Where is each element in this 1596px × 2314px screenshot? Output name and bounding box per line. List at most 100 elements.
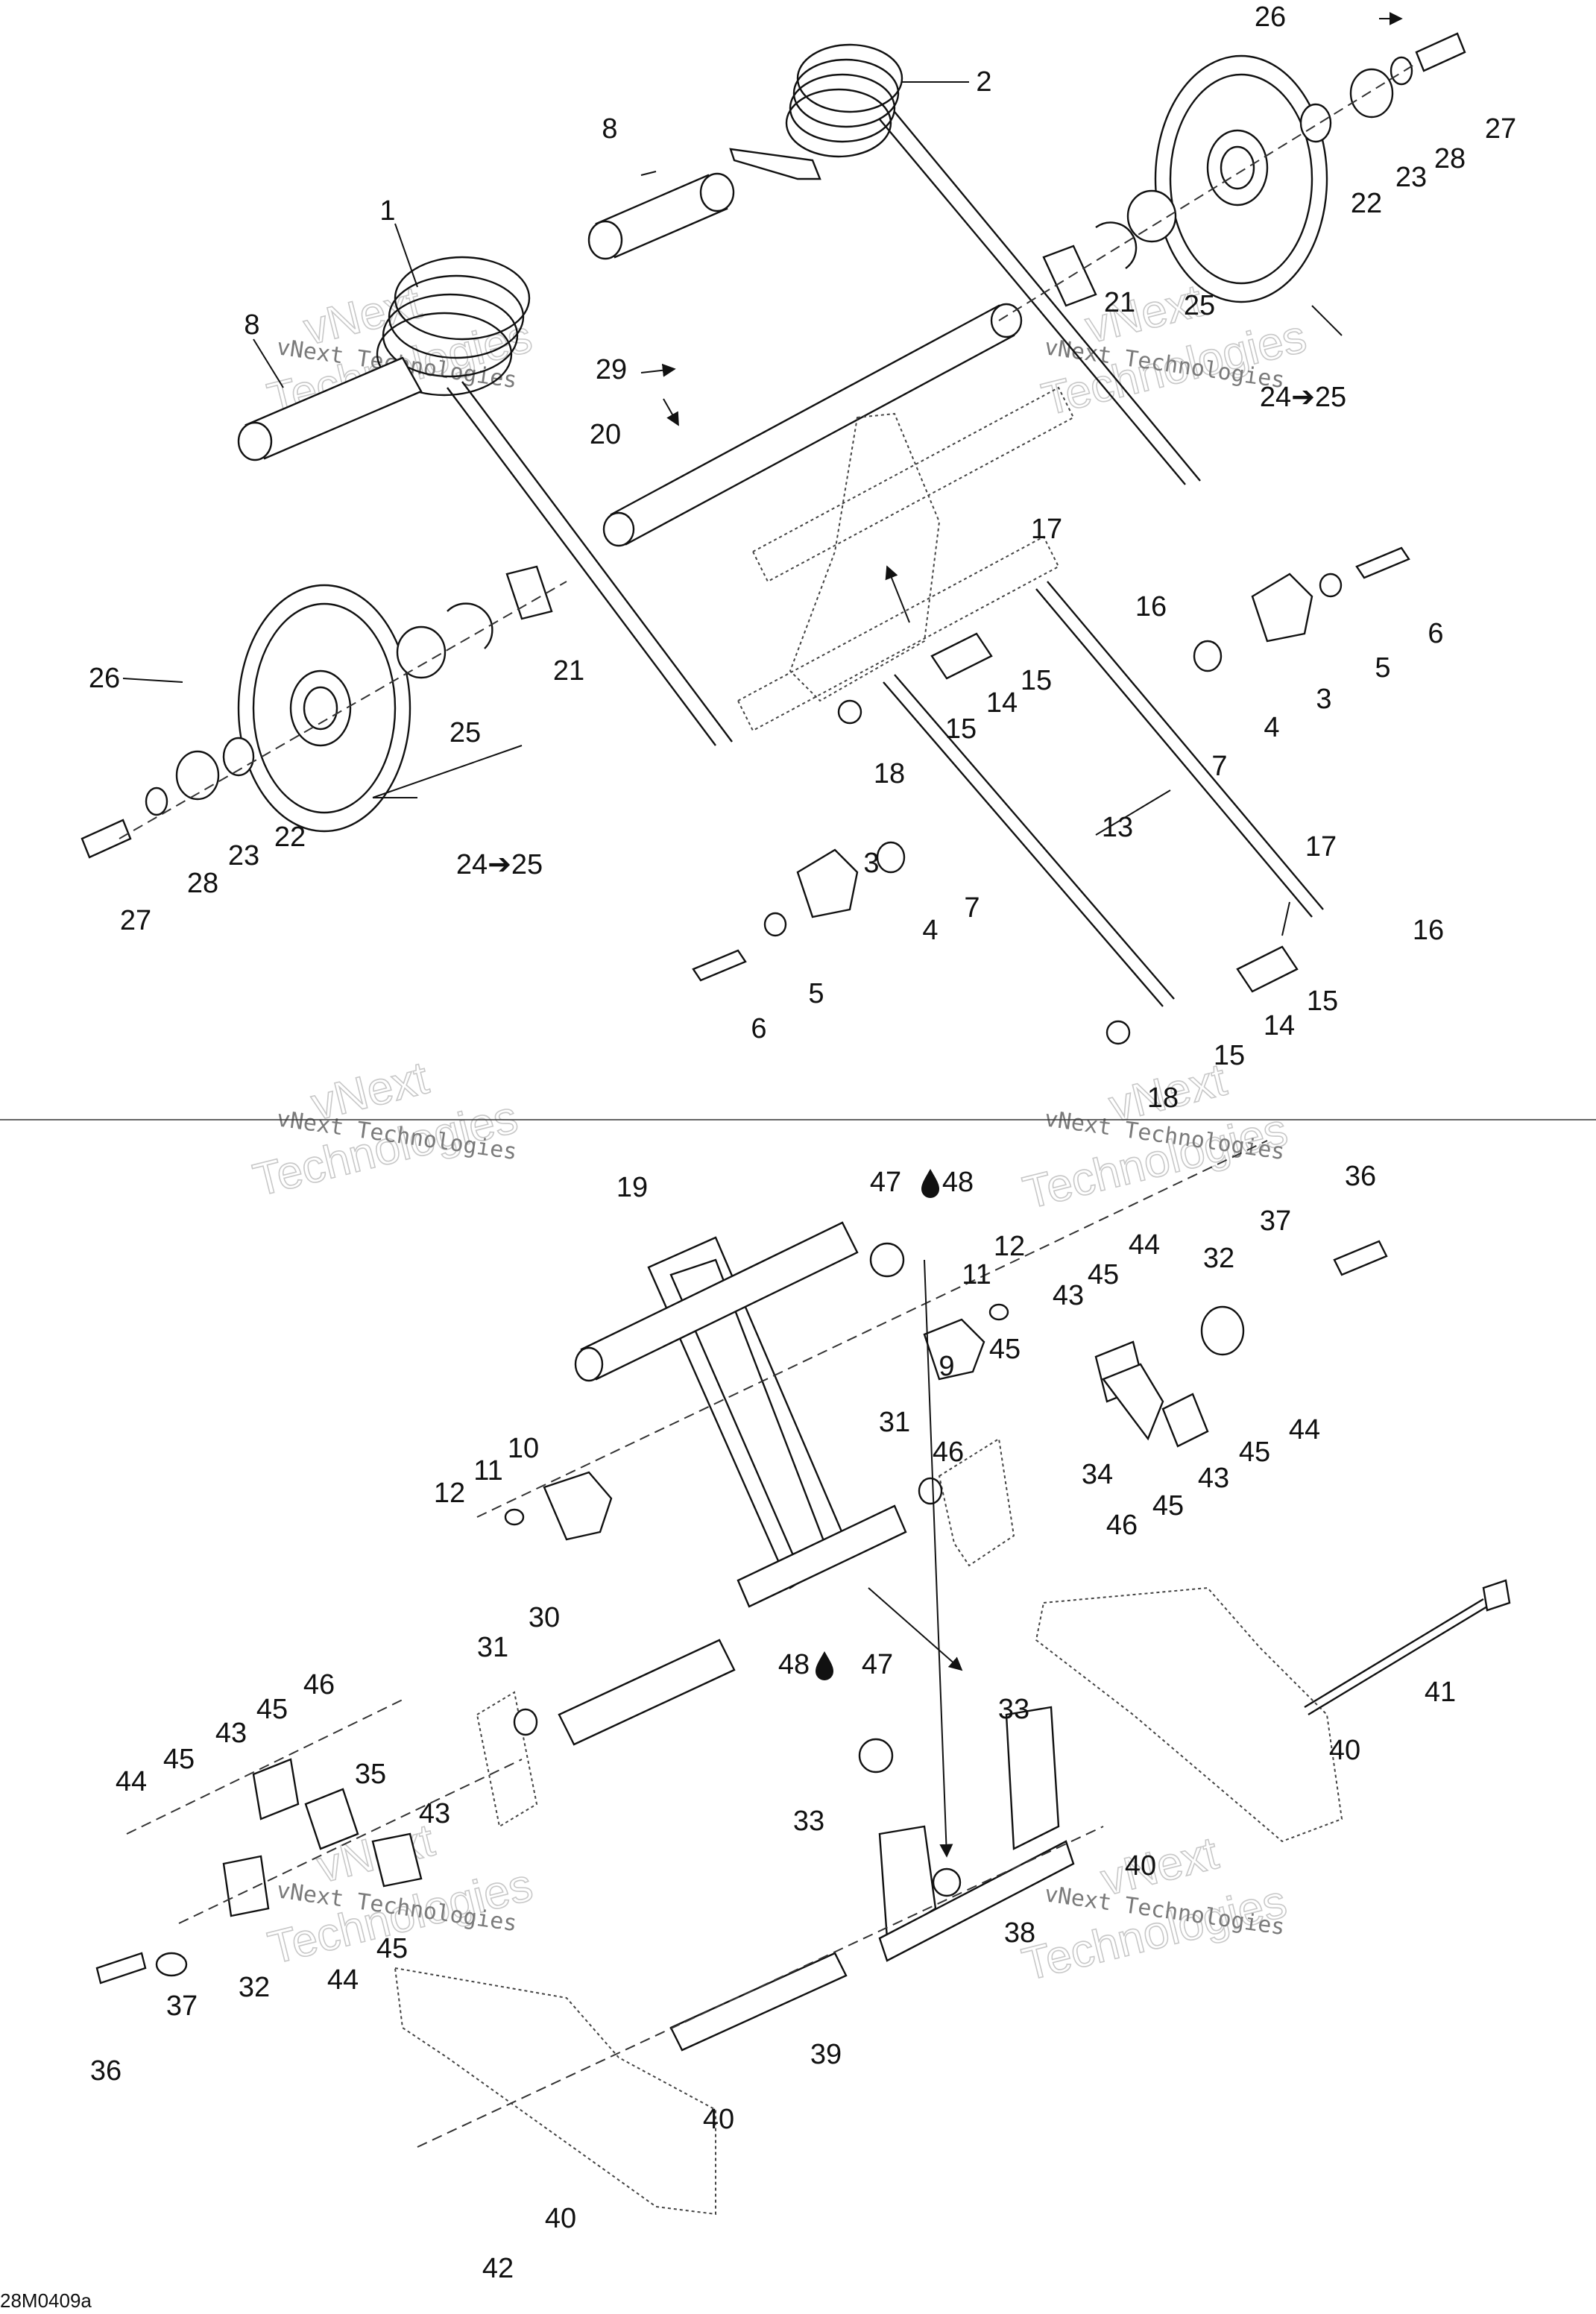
callout-11b: 11 bbox=[473, 1455, 502, 1487]
callout-37: 37 bbox=[1260, 1205, 1291, 1237]
callout-33: 33 bbox=[998, 1694, 1029, 1725]
tube-30-drawing bbox=[513, 1477, 943, 1746]
wheel-left-drawing bbox=[81, 565, 567, 859]
callout-32: 32 bbox=[1203, 1243, 1234, 1274]
callout-31: 31 bbox=[879, 1407, 910, 1438]
callout-23: 23 bbox=[228, 840, 259, 871]
callout-7b: 7 bbox=[964, 892, 980, 924]
callout-36b: 36 bbox=[90, 2055, 122, 2087]
callout-43c: 43 bbox=[215, 1718, 247, 1749]
diagram-code: 28M0409a bbox=[0, 2289, 92, 2312]
callout-9: 9 bbox=[939, 1351, 954, 1382]
callout-11: 11 bbox=[962, 1259, 991, 1290]
wheel-right-drawing bbox=[998, 32, 1466, 321]
callout-28: 28 bbox=[187, 868, 218, 899]
callout-37b: 37 bbox=[166, 1990, 198, 2022]
callout-18: 18 bbox=[874, 758, 905, 789]
block-3-drawing bbox=[692, 546, 1410, 982]
callout-16b: 16 bbox=[1413, 915, 1444, 946]
callout-3: 3 bbox=[1316, 684, 1331, 715]
callout-12: 12 bbox=[994, 1231, 1025, 1262]
callout-36: 36 bbox=[1345, 1161, 1376, 1192]
callout-24-25b: 24➔25 bbox=[1260, 382, 1346, 413]
callout-3b: 3 bbox=[863, 848, 879, 879]
callout-28b: 28 bbox=[1434, 143, 1466, 174]
callout-1: 1 bbox=[379, 195, 395, 227]
callout-17b: 17 bbox=[1305, 831, 1337, 863]
callout-40: 40 bbox=[1329, 1735, 1360, 1766]
link-13-drawing bbox=[837, 581, 1324, 1045]
callout-43b: 43 bbox=[1198, 1463, 1229, 1494]
callout-40d: 40 bbox=[545, 2203, 576, 2234]
callout-27b: 27 bbox=[1485, 113, 1516, 145]
callout-44: 44 bbox=[1129, 1229, 1160, 1261]
callout-43d: 43 bbox=[419, 1798, 450, 1829]
tube-8-top-drawing bbox=[587, 172, 735, 260]
callout-26b: 26 bbox=[1255, 1, 1286, 33]
callout-45e: 45 bbox=[256, 1694, 288, 1725]
callout-45: 45 bbox=[1088, 1259, 1119, 1290]
callout-15: 15 bbox=[1021, 665, 1052, 696]
callout-44d: 44 bbox=[327, 1964, 359, 1996]
callout-19: 19 bbox=[616, 1172, 648, 1203]
callout-45b: 45 bbox=[989, 1334, 1021, 1365]
callout-8b: 8 bbox=[244, 309, 259, 341]
callout-4: 4 bbox=[1264, 712, 1279, 743]
callout-17: 17 bbox=[1031, 514, 1062, 545]
callout-45c: 45 bbox=[1239, 1437, 1270, 1468]
callout-41: 41 bbox=[1425, 1677, 1456, 1708]
callout-16: 16 bbox=[1135, 591, 1167, 622]
callout-44b: 44 bbox=[1289, 1414, 1320, 1446]
callout-40c: 40 bbox=[703, 2104, 734, 2135]
callout-32b: 32 bbox=[239, 1972, 270, 2003]
callout-39: 39 bbox=[810, 2039, 842, 2070]
callout-45f: 45 bbox=[163, 1744, 195, 1775]
callout-25: 25 bbox=[450, 717, 481, 748]
callout-15d: 15 bbox=[1214, 1040, 1245, 1071]
callout-12b: 12 bbox=[434, 1478, 465, 1509]
callout-26: 26 bbox=[89, 663, 120, 694]
lubricant-drop-icon bbox=[921, 1169, 939, 1198]
callout-29: 29 bbox=[596, 354, 627, 385]
assembly-lines-drawing bbox=[126, 1140, 1268, 1924]
ghost-arm-drawing bbox=[737, 386, 1075, 732]
bolt-41-drawing bbox=[1304, 1579, 1511, 1716]
arm-19-drawing bbox=[574, 1221, 907, 1608]
callout-30: 30 bbox=[529, 1602, 560, 1633]
callout-38: 38 bbox=[1004, 1917, 1035, 1949]
plate-ghost-drawing bbox=[476, 1437, 1015, 1828]
bolt-36-drawing bbox=[95, 1240, 1388, 1984]
callout-43: 43 bbox=[1053, 1280, 1084, 1311]
callout-46: 46 bbox=[933, 1437, 964, 1468]
callout-40b: 40 bbox=[1125, 1850, 1156, 1882]
block-32-34-43-drawing bbox=[222, 1305, 1245, 1917]
callout-33b: 33 bbox=[793, 1806, 824, 1837]
spring-2-drawing bbox=[729, 43, 1201, 485]
callout-21b: 21 bbox=[1104, 287, 1135, 318]
callout-23b: 23 bbox=[1395, 162, 1427, 193]
callout-15c: 15 bbox=[1307, 986, 1338, 1017]
callout-labels: 1 2 3 4 5 6 7 8 8 3 4 5 6 7 9 10 11 11 1… bbox=[89, 1, 1516, 2284]
shaft-39-drawing bbox=[417, 1826, 1104, 2148]
callout-31b: 31 bbox=[477, 1632, 508, 1663]
callout-18b: 18 bbox=[1147, 1082, 1179, 1114]
callout-6b: 6 bbox=[751, 1013, 766, 1044]
callout-27: 27 bbox=[120, 905, 151, 936]
callout-7: 7 bbox=[1211, 751, 1227, 782]
shaft-20-drawing bbox=[602, 303, 1023, 547]
callout-14b: 14 bbox=[1264, 1010, 1295, 1041]
callout-22: 22 bbox=[274, 822, 306, 853]
callout-45g: 45 bbox=[376, 1933, 408, 1964]
callout-48b: 48 bbox=[778, 1649, 810, 1680]
frame-rail-upper-drawing bbox=[1035, 1586, 1343, 1843]
callout-46b: 46 bbox=[1106, 1510, 1138, 1541]
callout-42: 42 bbox=[482, 2253, 514, 2284]
callout-2: 2 bbox=[976, 66, 991, 98]
callout-44c: 44 bbox=[116, 1766, 147, 1797]
callout-6: 6 bbox=[1428, 618, 1443, 649]
callout-24-25: 24➔25 bbox=[456, 849, 543, 880]
callout-25b: 25 bbox=[1184, 290, 1215, 321]
frame-rail-lower-drawing bbox=[394, 1967, 716, 2216]
callout-21: 21 bbox=[553, 655, 584, 687]
